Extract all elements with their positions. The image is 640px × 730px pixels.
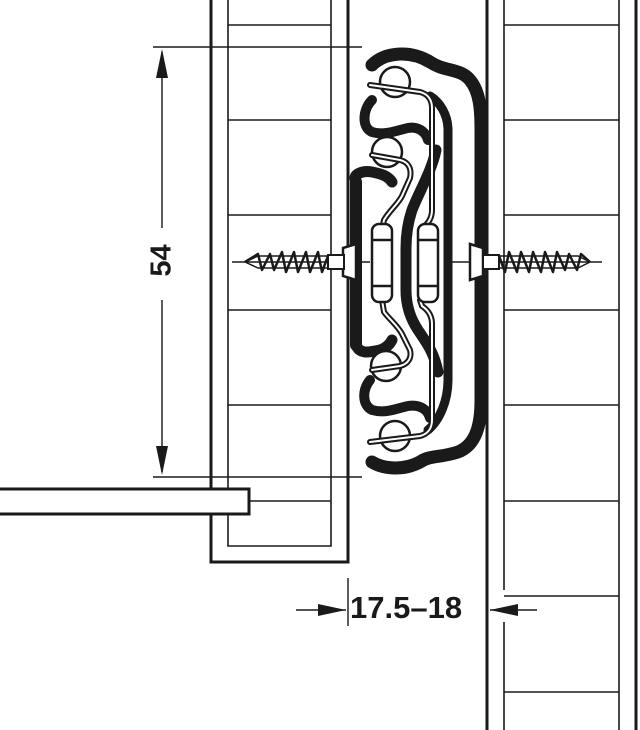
- ball-bearings: [369, 65, 412, 453]
- arrow-down-icon: [156, 446, 168, 475]
- dimension-horizontal: [296, 578, 537, 626]
- arrow-up-icon: [156, 49, 168, 78]
- arrow-right-icon: [318, 604, 346, 616]
- drawer-side-panel: [209, 0, 350, 564]
- cage-links: [370, 222, 440, 304]
- dimension-label-height: 54: [145, 244, 178, 277]
- cabinet-side-panel: [485, 0, 638, 730]
- screw-right: [452, 242, 602, 282]
- drawer-bottom: [0, 487, 251, 516]
- dimension-vertical: [153, 46, 362, 478]
- arrow-left-icon: [490, 604, 518, 616]
- screw-left: [232, 242, 370, 282]
- dimension-label-width: 17.5–18: [350, 590, 463, 625]
